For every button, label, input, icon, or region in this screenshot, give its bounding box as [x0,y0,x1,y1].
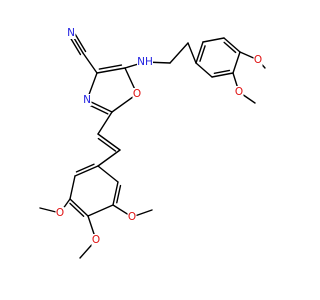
bond-nitrile-c4 [82,52,98,74]
atom-label-o-tm-left: O [56,207,64,219]
bond-ch2-ch2 [169,42,189,64]
bond-tm-4 [69,198,89,217]
bond-ar-1 [195,41,204,64]
bond-ch2-aryl [187,42,197,64]
bond-tm-5 [69,175,76,200]
atom-label-o-tm-right: O [128,211,136,223]
atom-label-background [55,207,65,219]
bond-tm-2-second [116,184,122,204]
bond-tm-6 [74,165,99,177]
molecule-structure-diagram: N NH N O O O O O O [39,27,266,259]
bond-tm-6-second [75,163,95,173]
atom-label-n-ring: N [83,94,91,106]
bond-tm-4-second [69,202,85,217]
atom-label-background [132,88,142,100]
bond-tm-2 [112,181,119,206]
bond-ar-4 [232,51,241,74]
bond-ar-5 [211,72,234,78]
bond-nitrile-triple-third [72,30,87,53]
bond-vinyl-aryl [97,149,121,167]
atom-label-nh-amine: NH [137,56,153,68]
atom-label-layer: N NH N O O O O O O [55,27,263,246]
bond-vinyl-double-second [97,137,117,152]
atom-label-background [137,56,153,68]
bond-layer [39,30,266,259]
atom-label-background [234,86,244,98]
bond-c4-c5 [96,67,126,74]
bond-ar-6 [195,62,213,78]
bond-ar-5-second [213,69,231,74]
bond-ar-3-second [223,41,237,54]
bond-c2-vinyl [97,111,113,135]
atom-label-n-nitrile: N [67,27,75,39]
bond-tm-1 [97,165,119,183]
bond-ar-1-second [199,45,206,62]
atom-label-background [91,234,101,246]
bond-vinyl-double [97,133,121,151]
atom-label-o-ring: O [133,88,141,100]
atom-label-background [82,94,92,106]
atom-label-o-ar1: O [254,54,262,66]
atom-label-background [253,54,263,66]
bond-c2-n-second [87,103,109,115]
atom-label-o-ar2: O [235,86,243,98]
atom-label-background [66,27,76,39]
bond-tm-3 [87,204,114,217]
atom-label-background [127,211,137,223]
bond-ar-3 [223,37,241,53]
bond-ar-2 [202,37,225,43]
bond-c4-c5-second [98,64,123,70]
atom-label-o-tm-bottom: O [92,234,100,246]
